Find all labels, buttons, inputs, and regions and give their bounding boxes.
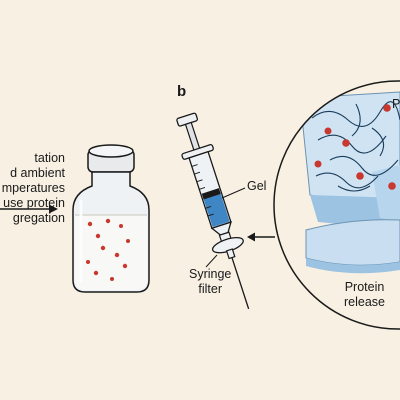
panel-letter: b <box>177 83 187 100</box>
syringe-filter-label: Syringe filter <box>189 267 231 297</box>
vial-protein-aggregates <box>86 218 130 281</box>
protein-label-cut: P <box>392 97 400 111</box>
protein-release-label-line-2: release <box>344 295 385 309</box>
syringe-filter-leader-line <box>205 254 218 268</box>
gel-label: Gel <box>247 179 267 193</box>
gel-leader-line <box>221 187 246 199</box>
caption-line-4: use protein <box>3 196 65 210</box>
caption-line-2: d ambient <box>10 166 65 180</box>
protein-release-label: Protein release <box>344 280 385 310</box>
syringe <box>176 112 250 310</box>
caption-line-3: mperatures <box>1 181 65 195</box>
caption-line-5: gregation <box>12 211 65 225</box>
aggregation-caption: tation d ambient mperatures use protein … <box>2 151 65 226</box>
arrow-to-syringe-filter <box>247 232 275 242</box>
syringe-filter-label-line-2: filter <box>198 282 222 296</box>
caption-line-1: tation <box>34 151 65 165</box>
magnified-view-outline <box>273 80 400 330</box>
arrow-to-vial <box>0 204 58 214</box>
protein-release-label-line-1: Protein <box>344 280 385 294</box>
vial <box>72 144 150 293</box>
syringe-filter-label-line-1: Syringe <box>189 267 232 281</box>
magnified-view <box>274 81 400 329</box>
